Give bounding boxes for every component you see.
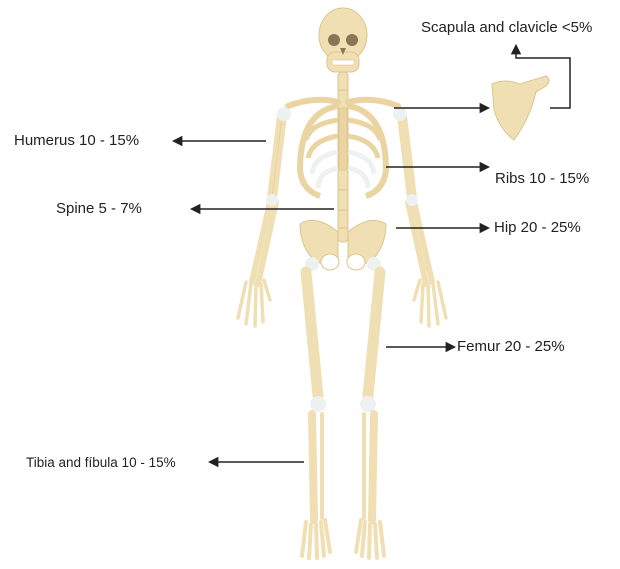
label-femur: Femur 20 - 25% [457, 338, 565, 356]
humerus-right [393, 107, 412, 198]
skull [319, 8, 367, 72]
feet [302, 520, 384, 558]
label-hip: Hip 20 - 25% [494, 219, 581, 237]
femurs [306, 272, 380, 412]
label-tibia: Tibia and fíbula 10 - 15% [26, 454, 176, 472]
label-scapula: Scapula and clavicle <5% [421, 19, 592, 37]
label-ribs: Ribs 10 - 15% [495, 170, 589, 188]
hands [238, 280, 446, 326]
humerus-left [272, 107, 291, 198]
tibias [312, 414, 374, 520]
label-spine: Spine 5 - 7% [56, 200, 142, 218]
scapula-bone [492, 76, 549, 140]
label-humerus: Humerus 10 - 15% [14, 132, 139, 150]
